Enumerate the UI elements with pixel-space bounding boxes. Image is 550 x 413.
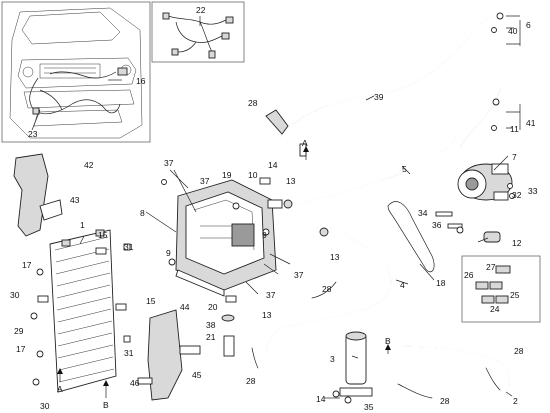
condenser-upper-bracket — [13, 153, 49, 237]
callout-14a: 14 — [268, 160, 278, 170]
callout-4: 4 — [400, 280, 405, 290]
callout-29: 29 — [14, 326, 24, 336]
callout-40: 40 — [508, 26, 518, 36]
callout-19: 19 — [222, 170, 232, 180]
label-A-bottom: A — [57, 384, 63, 394]
arrow-markers — [57, 146, 391, 398]
fastener-kit-inset-frame — [461, 255, 541, 323]
callout-28c: 28 — [246, 376, 256, 386]
fastener-kit — [475, 265, 511, 304]
hose-28-bottom — [397, 383, 433, 399]
callout-9b: 9 — [262, 230, 267, 240]
callout-41: 41 — [526, 118, 536, 128]
callout-43: 43 — [70, 195, 80, 205]
label-B-right: B — [385, 336, 391, 346]
callout-45: 45 — [192, 370, 202, 380]
front-wiring-harness — [29, 67, 128, 115]
callout-15a: 15 — [98, 230, 108, 240]
callout-25: 25 — [510, 290, 520, 300]
callout-6: 6 — [526, 20, 531, 30]
callout-37d: 37 — [266, 290, 276, 300]
mounting-clip — [39, 199, 63, 221]
callout-3: 3 — [330, 354, 335, 364]
callout-8: 8 — [140, 208, 145, 218]
callout-28b: 28 — [322, 284, 332, 294]
callout-39: 39 — [374, 92, 384, 102]
callout-5: 5 — [402, 164, 407, 174]
pressure-switch — [483, 231, 501, 243]
callout-10: 10 — [248, 170, 258, 180]
hose-28-right — [485, 367, 501, 391]
callout-32: 32 — [512, 190, 522, 200]
callout-37a: 37 — [164, 158, 174, 168]
side-trim-panel — [147, 309, 183, 401]
callout-labels: 1 2 3 4 5 6 7 8 9 9 10 11 12 13 13 13 14… — [10, 5, 538, 412]
pipe-2 — [393, 345, 510, 397]
callout-30b: 30 — [40, 401, 50, 411]
callout-28d: 28 — [514, 346, 524, 356]
callout-1: 1 — [80, 220, 85, 230]
vehicle-inset-frame — [1, 1, 151, 143]
callout-17b: 17 — [16, 344, 26, 354]
callout-31a: 31 — [124, 242, 134, 252]
callout-38: 38 — [206, 320, 216, 330]
callout-21: 21 — [206, 332, 216, 342]
leader-lines — [31, 15, 521, 399]
receiver-drier — [339, 331, 373, 397]
callout-9: 9 — [166, 248, 171, 258]
callout-14b: 14 — [316, 394, 326, 404]
callout-22: 22 — [196, 5, 206, 15]
label-A-top: A — [302, 138, 308, 148]
small-fasteners — [30, 12, 515, 404]
callout-37b: 37 — [200, 176, 210, 186]
callout-20: 20 — [208, 302, 218, 312]
callout-35: 35 — [364, 402, 374, 412]
callout-30a: 30 — [10, 290, 20, 300]
compressor-pipe-41 — [459, 87, 501, 149]
callout-33: 33 — [528, 186, 538, 196]
callout-27: 27 — [486, 262, 496, 272]
callout-13b: 13 — [330, 252, 340, 262]
hvac-evaporator-unit — [175, 179, 277, 297]
discharge-hose-5 — [291, 137, 457, 207]
callout-13a: 13 — [286, 176, 296, 186]
callout-24: 24 — [490, 304, 500, 314]
callout-28e: 28 — [440, 396, 450, 406]
callout-46: 46 — [130, 378, 140, 388]
callout-28a: 28 — [248, 98, 258, 108]
callout-37c: 37 — [294, 270, 304, 280]
hose-28-lower — [251, 347, 259, 369]
ac-compressor — [457, 163, 513, 201]
callout-13c: 13 — [262, 310, 272, 320]
callout-42: 42 — [84, 160, 94, 170]
callout-36: 36 — [432, 220, 442, 230]
callout-23: 23 — [28, 129, 38, 139]
condenser — [49, 229, 117, 393]
callout-16: 16 — [136, 76, 146, 86]
hose-28-top — [265, 109, 289, 135]
callout-31b: 31 — [124, 348, 134, 358]
suction-hose-39 — [279, 15, 495, 139]
callout-18: 18 — [436, 278, 446, 288]
callout-15b: 15 — [146, 296, 156, 306]
callout-2: 2 — [513, 396, 518, 406]
label-B-bottom: B — [103, 400, 109, 410]
drive-belt — [387, 201, 435, 273]
ac-wiring-harness — [162, 12, 234, 59]
callout-7: 7 — [512, 152, 517, 162]
callout-12: 12 — [512, 238, 522, 248]
callout-11: 11 — [510, 124, 519, 134]
hose-28-center — [311, 281, 337, 299]
harness-inset-frame — [151, 1, 245, 63]
callout-17a: 17 — [22, 260, 32, 270]
callout-34: 34 — [418, 208, 428, 218]
callout-44: 44 — [180, 302, 190, 312]
callout-26: 26 — [464, 270, 474, 280]
liquid-line-4 — [265, 227, 392, 353]
